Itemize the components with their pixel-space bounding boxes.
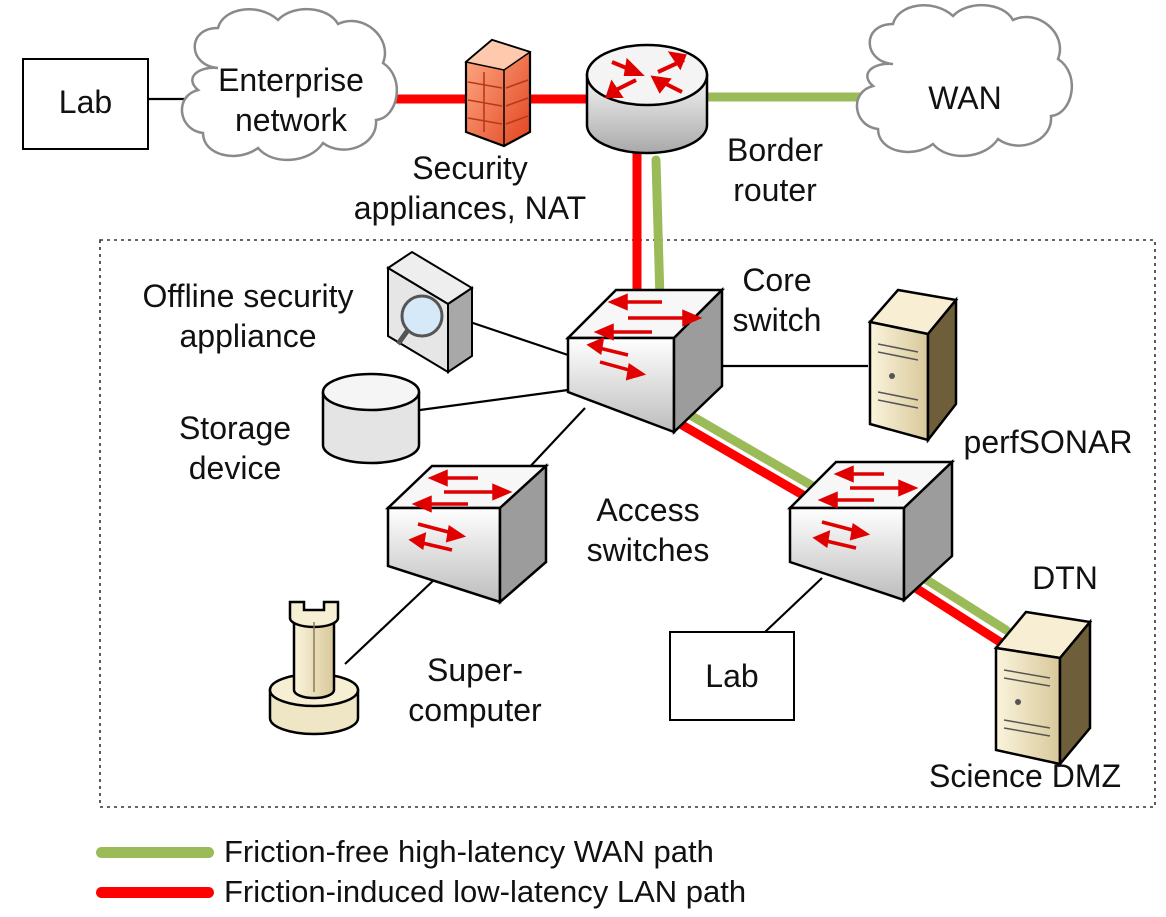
legend-swatch-lan — [96, 886, 214, 898]
disk-icon — [321, 372, 421, 465]
switch-icon — [564, 286, 726, 435]
supercomputer-icon — [268, 600, 360, 736]
lab-box-bottom — [669, 631, 795, 721]
switch-icon — [786, 459, 956, 603]
lan-links — [148, 97, 868, 665]
science-dmz-label: Science DMZ — [928, 758, 1122, 794]
campus-boundary — [99, 239, 1156, 808]
server-icon — [867, 288, 959, 444]
perfsonar-label: perfSONAR — [963, 424, 1133, 460]
dtn-label: DTN — [1032, 560, 1098, 596]
cloud-icon — [855, 3, 1074, 158]
legend-item-lan: Friction-induced low-latency LAN path — [96, 872, 746, 912]
lab-top-label: Lab — [58, 84, 113, 120]
server-icon — [993, 610, 1093, 768]
cloud-icon — [180, 7, 399, 162]
router-icon — [585, 43, 709, 155]
link-access2-lab — [764, 577, 823, 633]
magnifier-icon — [386, 250, 474, 374]
link-access-supercomputer — [344, 577, 437, 665]
legend-item-wan: Friction-free high-latency WAN path — [96, 832, 714, 872]
wan-label: WAN — [928, 80, 1002, 116]
lab-box-top — [22, 58, 149, 150]
firewall-icon — [464, 38, 532, 148]
legend-label-wan: Friction-free high-latency WAN path — [224, 834, 714, 869]
lab-bottom-label: Lab — [705, 658, 759, 694]
switch-icon — [384, 463, 550, 605]
link-core-storage — [419, 388, 569, 412]
link-core-offline — [469, 320, 569, 357]
legend-swatch-wan — [96, 846, 214, 858]
supercomputer-label: Super-computer — [408, 652, 542, 728]
legend-label-lan: Friction-induced low-latency LAN path — [224, 874, 747, 909]
